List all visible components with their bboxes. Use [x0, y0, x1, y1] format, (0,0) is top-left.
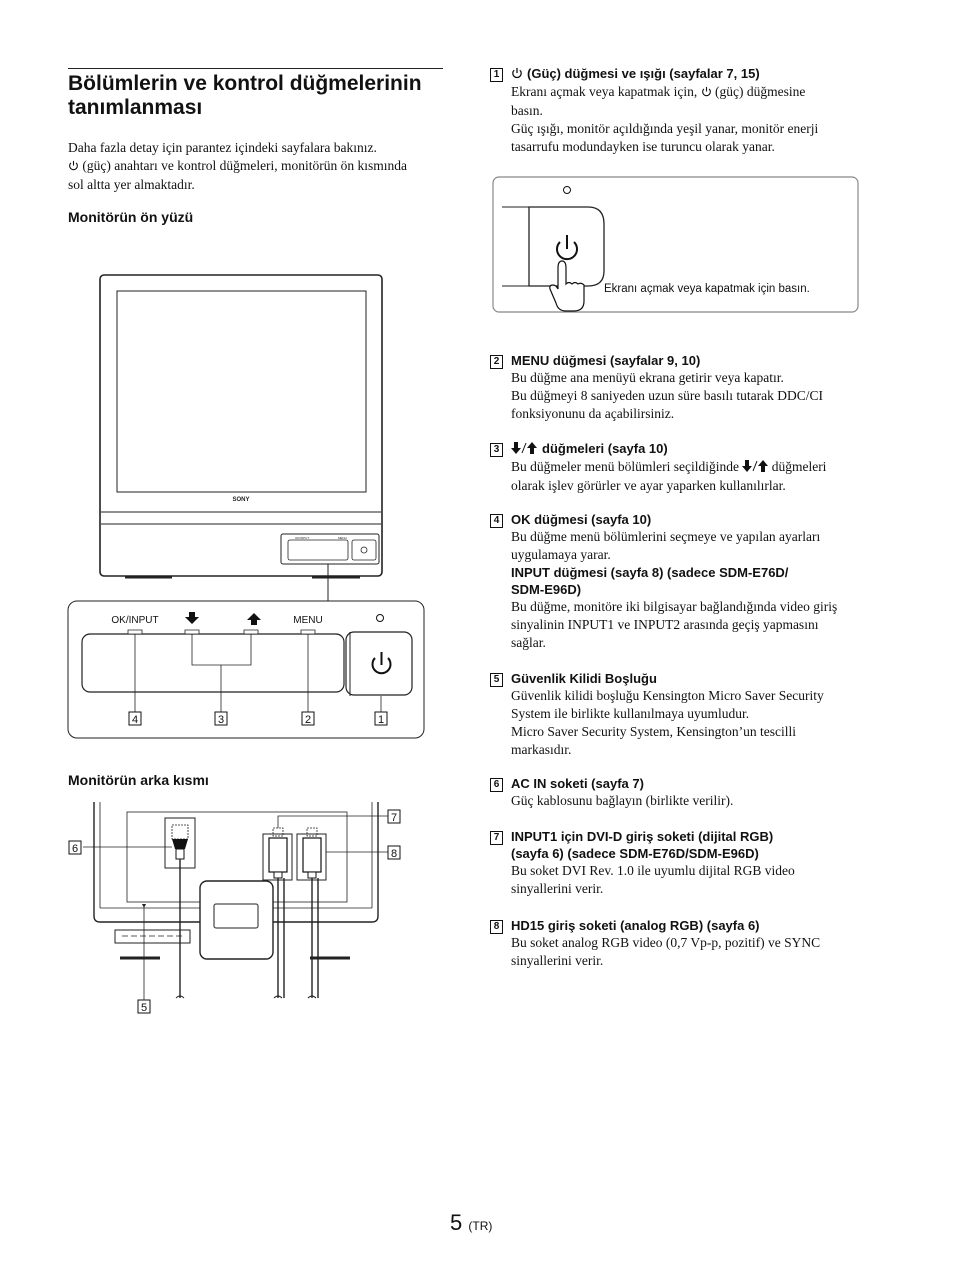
sony-logo: SONY: [232, 497, 249, 503]
intro-text: Daha fazla detay için parantez içindeki …: [68, 139, 448, 194]
intro-line-3: sol altta yer almaktadır.: [68, 177, 195, 192]
item-6-text: Güç kablosunu bağlayın (birlikte verilir…: [511, 793, 734, 808]
page-title: Bölümlerin ve kontrol düğmelerinin tanım…: [68, 72, 422, 119]
svg-text:MENU: MENU: [338, 536, 347, 540]
callout-7: 7: [391, 812, 397, 824]
callout-4: 4: [132, 714, 138, 726]
svg-text:OK/INPUT: OK/INPUT: [295, 536, 309, 540]
power-symbol-icon: [511, 66, 523, 83]
item-7-text: Bu soket DVI Rev. 1.0 ile uyumlu dijital…: [511, 863, 795, 896]
menu-label: MENU: [293, 615, 322, 626]
power-button-icon: [556, 235, 578, 261]
item-1-heading: 1(Güç) düğmesi ve ışığı (sayfalar 7, 15): [490, 65, 870, 83]
down-up-arrow-icon: [511, 441, 537, 458]
callout-6: 6: [72, 843, 78, 855]
callout-3: 3: [218, 714, 224, 726]
item-1-text: Ekranı açmak veya kapatmak için, (güç) d…: [511, 84, 819, 154]
item-4-text: Bu düğme menü bölümlerini seçmeye ve yap…: [511, 529, 821, 562]
callout-8: 8: [391, 848, 397, 860]
item-1: 1(Güç) düğmesi ve ışığı (sayfalar 7, 15)…: [490, 65, 870, 156]
title-rule: [68, 68, 443, 69]
callout-2: 2: [305, 714, 311, 726]
front-heading: Monitörün ön yüzü: [68, 209, 194, 225]
pointing-hand-icon: [549, 260, 585, 312]
power-button-icon: [371, 652, 392, 675]
item-2-text: Bu düğme ana menüyü ekrana getirir veya …: [511, 370, 823, 421]
power-symbol-icon: [701, 84, 712, 102]
intro-line-1: Daha fazla detay için parantez içindeki …: [68, 140, 377, 155]
item-8-text: Bu soket analog RGB video (0,7 Vp-p, poz…: [511, 935, 821, 968]
back-heading: Monitörün arka kısmı: [68, 772, 209, 788]
power-figure-caption: Ekranı açmak veya kapatmak için basın.: [604, 283, 810, 295]
item-4-subtext: Bu düğme, monitöre iki bilgisayar bağlan…: [511, 599, 838, 650]
item-5-text: Güvenlik kilidi boşluğu Kensington Micro…: [511, 688, 824, 757]
power-button-figure: Ekranı açmak veya kapatmak için basın.: [492, 176, 859, 313]
front-view-figure: SONY OK/INPUT MENU OK/INPUT MENU 4 3: [67, 274, 425, 739]
item-4-subheading: INPUT düğmesi (sayfa 8) (sadece SDM-E76D…: [511, 565, 789, 597]
page-number: 5 (TR): [450, 1210, 493, 1235]
up-arrow-icon: [247, 613, 261, 625]
callout-5: 5: [141, 1002, 147, 1014]
power-symbol-icon: [68, 158, 79, 176]
down-up-arrow-icon: [742, 459, 769, 477]
okinput-label: OK/INPUT: [111, 615, 158, 626]
item-3-text: Bu düğmeler menü bölümleri seçildiğinde …: [511, 459, 827, 493]
callout-1: 1: [378, 714, 384, 726]
back-view-figure: 6 5 7 8: [68, 802, 401, 1014]
down-arrow-icon: [185, 612, 199, 624]
intro-line-2: (güç) anahtarı ve kontrol düğmeleri, mon…: [68, 157, 448, 176]
